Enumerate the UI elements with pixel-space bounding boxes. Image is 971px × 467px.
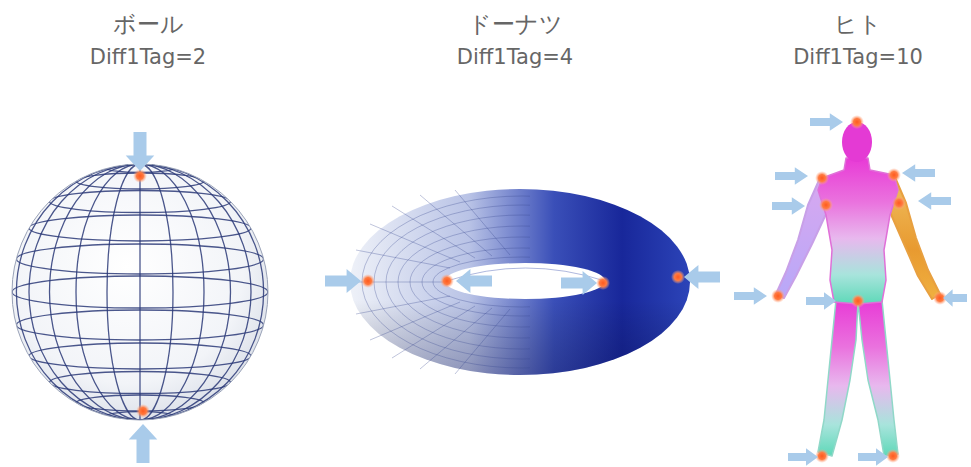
sphere-grid (12, 164, 268, 420)
pointer-arrow (772, 197, 805, 215)
torus-hole (445, 263, 605, 299)
pointer-arrow (806, 292, 836, 310)
figure-title: ヒト (834, 12, 882, 37)
contact-point (887, 168, 901, 182)
contact-point (671, 270, 685, 284)
torus-mesh (352, 190, 530, 374)
pointer-arrow (734, 287, 767, 305)
pointer-arrow (325, 269, 361, 293)
figure-title: ドーナツ (468, 12, 563, 37)
sphere-body (12, 164, 268, 420)
pointer-arrow (561, 271, 597, 295)
human-figure (734, 113, 967, 466)
contact-point (815, 449, 829, 463)
contact-point (819, 198, 833, 212)
torus-figure (325, 189, 720, 375)
pointer-arrow (918, 192, 951, 210)
contact-point (886, 449, 900, 463)
pointer-arrow (126, 132, 155, 171)
contact-point (440, 274, 454, 288)
pointer-arrow (775, 167, 808, 185)
contact-point (851, 294, 865, 308)
tag-value: Diff1Tag=4 (457, 46, 573, 69)
contact-point (136, 404, 150, 418)
contact-point (133, 169, 147, 183)
contact-point (850, 115, 864, 129)
contact-point (771, 289, 785, 303)
sphere-figure (12, 132, 268, 463)
tag-value: Diff1Tag=2 (90, 46, 206, 69)
pointer-arrow (456, 269, 492, 293)
contact-point (596, 276, 610, 290)
figure-title: ボール (113, 12, 184, 37)
tag-value: Diff1Tag=10 (793, 46, 923, 69)
left-arm (776, 178, 826, 298)
contact-point (815, 171, 829, 185)
legs (818, 300, 898, 456)
pointer-arrow (810, 113, 843, 131)
torso (818, 158, 898, 304)
pointer-arrow (788, 448, 818, 466)
pointer-arrow (902, 164, 935, 182)
contact-point (892, 196, 906, 210)
contact-point (361, 274, 375, 288)
pointer-arrow (129, 424, 158, 463)
torus-body (350, 189, 690, 375)
pointer-arrow (684, 265, 720, 289)
pointer-arrow (858, 448, 888, 466)
pointer-arrow (943, 289, 967, 307)
